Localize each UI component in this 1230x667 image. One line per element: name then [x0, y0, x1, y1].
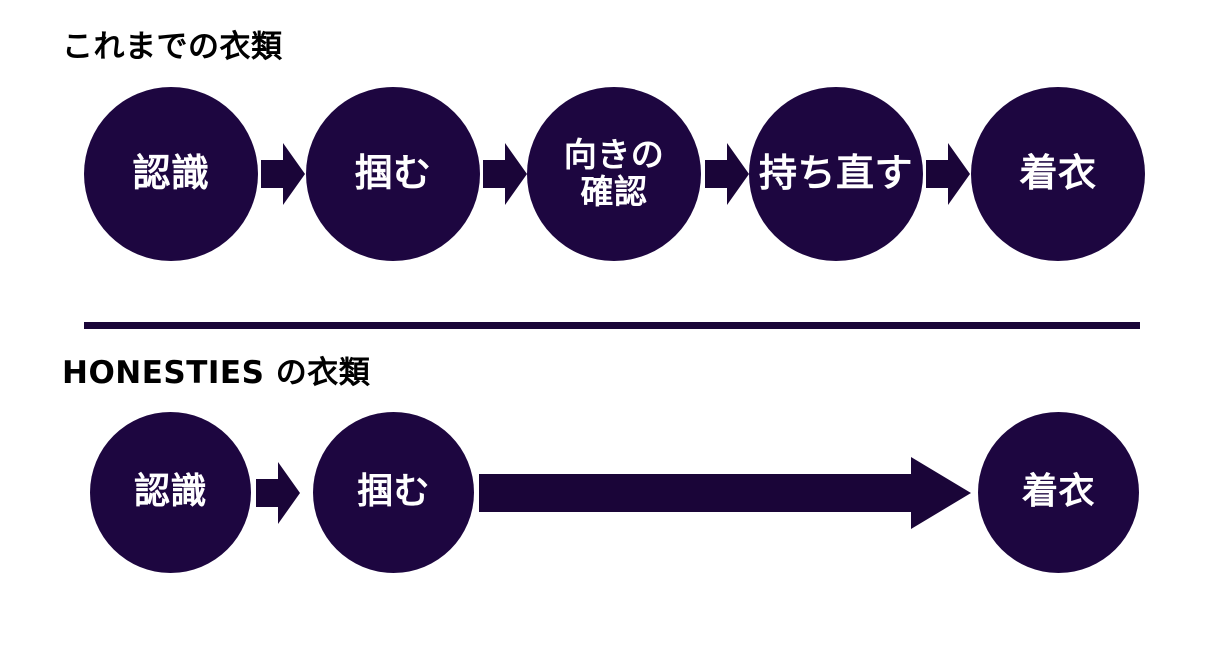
- section-divider: [84, 322, 1140, 329]
- flow-node-grasp-bottom: 掴む: [313, 412, 474, 573]
- flow-node-grasp-top: 掴む: [306, 87, 480, 261]
- flow-node-label: 着衣: [1019, 151, 1097, 196]
- flow-node-label: 掴む: [354, 151, 432, 196]
- flow-node-readjust-grip: 持ち直す: [749, 87, 923, 261]
- flow-node-check-orientation: 向きの 確認: [527, 87, 701, 261]
- flow-node-label: 認識: [132, 151, 210, 196]
- right-block-arrow-icon: [705, 143, 749, 205]
- flow-node-recognize-top: 認識: [84, 87, 258, 261]
- section-heading-honesties: HONESTIES の衣類: [62, 355, 371, 391]
- right-block-arrow-icon: [483, 143, 527, 205]
- flow-node-wear-bottom: 着衣: [978, 412, 1139, 573]
- flow-node-recognize-bottom: 認識: [90, 412, 251, 573]
- section-heading-conventional: これまでの衣類: [62, 29, 283, 65]
- flow-node-wear-top: 着衣: [971, 87, 1145, 261]
- right-block-arrow-icon: [256, 462, 300, 524]
- right-block-arrow-icon: [261, 143, 305, 205]
- flow-node-label: 向きの 確認: [563, 135, 665, 211]
- long-right-block-arrow-icon: [479, 457, 971, 529]
- flow-node-label: 着衣: [1021, 471, 1095, 513]
- flow-node-label: 持ち直す: [758, 151, 913, 196]
- flow-node-label: 認識: [133, 471, 207, 513]
- right-block-arrow-icon: [926, 143, 970, 205]
- flow-node-label: 掴む: [356, 471, 430, 513]
